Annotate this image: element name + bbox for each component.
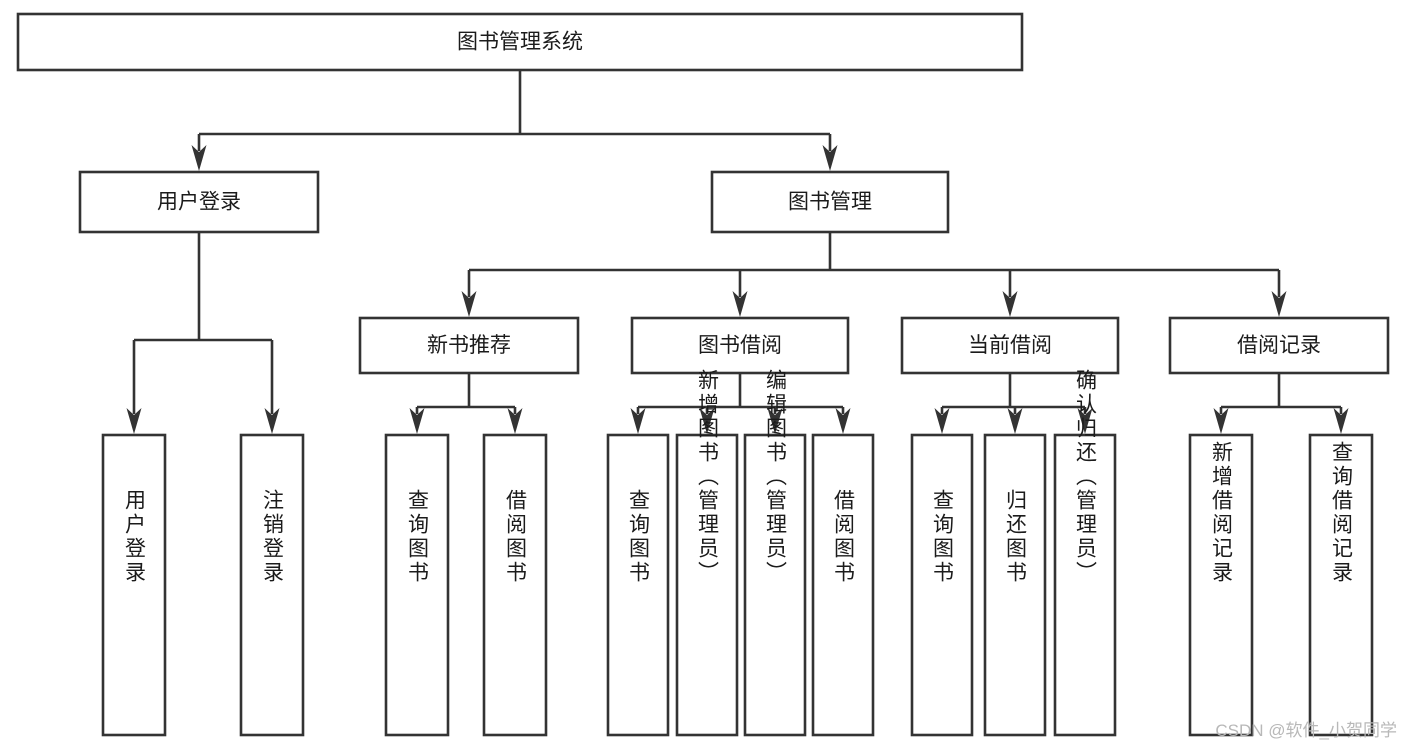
node-label-book-borrow: 图书借阅: [698, 334, 782, 357]
node-box-leaf-query-book-borrow[interactable]: [606, 433, 670, 737]
arrow-head-icon: [732, 291, 748, 317]
connector-group-book-manage: [461, 232, 1287, 317]
arrow-head-icon: [835, 408, 851, 434]
node-user-login[interactable]: 用户登录: [78, 170, 320, 234]
node-leaf-borrow-book[interactable]: 借阅图书: [811, 433, 875, 737]
node-label-user-login: 用户登录: [157, 191, 241, 214]
arrow-head-icon: [1333, 408, 1349, 434]
node-box-leaf-edit-book-admin[interactable]: [743, 433, 807, 737]
node-leaf-edit-book-admin[interactable]: 编辑图书（管理员）: [743, 369, 807, 737]
node-box-leaf-confirm-return-admin[interactable]: [1053, 433, 1117, 737]
arrow-head-icon: [461, 291, 477, 317]
node-label-leaf-query-borrow-record: 查询借阅记录: [1330, 441, 1354, 585]
node-box-leaf-borrow-book[interactable]: [811, 433, 875, 737]
node-label-leaf-borrow-book: 借阅图书: [832, 489, 856, 585]
node-box-leaf-return-book[interactable]: [983, 433, 1047, 737]
node-leaf-confirm-return-admin[interactable]: 确认归还（管理员）: [1053, 369, 1117, 737]
node-box-leaf-user-logout[interactable]: [239, 433, 305, 737]
node-label-leaf-user-login: 用户登录: [123, 489, 147, 585]
node-label-leaf-query-book-rec: 查询图书: [406, 489, 430, 585]
node-box-leaf-add-borrow-record[interactable]: [1188, 433, 1254, 737]
node-new-book-rec[interactable]: 新书推荐: [358, 316, 580, 375]
nodes-layer: 图书管理系统用户登录图书管理新书推荐图书借阅当前借阅借阅记录用户登录注销登录查询…: [16, 12, 1390, 737]
arrow-head-icon: [822, 145, 838, 171]
arrow-head-icon: [699, 408, 715, 434]
node-leaf-borrow-book-rec[interactable]: 借阅图书: [482, 433, 548, 737]
arrow-head-icon: [191, 145, 207, 171]
node-label-leaf-query-book-cur: 查询图书: [931, 489, 955, 585]
node-label-new-book-rec: 新书推荐: [427, 334, 511, 357]
node-book-manage[interactable]: 图书管理: [710, 170, 950, 234]
node-box-new-book-rec[interactable]: [358, 316, 580, 375]
node-label-book-manage: 图书管理: [788, 191, 872, 214]
arrow-head-icon: [1007, 408, 1023, 434]
node-label-leaf-edit-book-admin: 编辑图书（管理员）: [764, 369, 788, 585]
node-box-leaf-add-book-admin[interactable]: [675, 433, 739, 737]
node-box-user-login[interactable]: [78, 170, 320, 234]
node-leaf-query-book-rec[interactable]: 查询图书: [384, 433, 450, 737]
node-root[interactable]: 图书管理系统: [16, 12, 1024, 72]
node-box-current-borrow[interactable]: [900, 316, 1120, 375]
node-label-leaf-return-book: 归还图书: [1004, 489, 1028, 585]
arrow-head-icon: [409, 408, 425, 434]
connector-group-book-borrow: [630, 373, 851, 434]
node-label-root: 图书管理系统: [457, 31, 583, 54]
node-box-borrow-record[interactable]: [1168, 316, 1390, 375]
arrow-head-icon: [630, 408, 646, 434]
node-box-root[interactable]: [16, 12, 1024, 72]
node-leaf-query-book-cur[interactable]: 查询图书: [910, 433, 974, 737]
connector-group-root: [191, 70, 838, 171]
arrow-head-icon: [1077, 408, 1093, 434]
node-label-leaf-add-book-admin: 新增图书（管理员）: [696, 369, 720, 585]
connector-group-borrow-record: [1213, 373, 1349, 434]
node-label-leaf-confirm-return-admin: 确认归还（管理员）: [1074, 369, 1098, 585]
arrow-head-icon: [1271, 291, 1287, 317]
connector-group-user-login: [126, 232, 280, 434]
node-box-book-manage[interactable]: [710, 170, 950, 234]
node-box-leaf-borrow-book-rec[interactable]: [482, 433, 548, 737]
node-leaf-user-login[interactable]: 用户登录: [101, 433, 167, 737]
node-leaf-return-book[interactable]: 归还图书: [983, 433, 1047, 737]
node-label-current-borrow: 当前借阅: [968, 334, 1052, 357]
node-leaf-user-logout[interactable]: 注销登录: [239, 433, 305, 737]
node-label-leaf-user-logout: 注销登录: [261, 489, 285, 585]
node-box-leaf-query-borrow-record[interactable]: [1308, 433, 1374, 737]
connector-group-current-borrow: [934, 373, 1093, 434]
arrow-head-icon: [507, 408, 523, 434]
node-leaf-query-book-borrow[interactable]: 查询图书: [606, 433, 670, 737]
node-label-borrow-record: 借阅记录: [1237, 334, 1321, 357]
node-leaf-query-borrow-record[interactable]: 查询借阅记录: [1308, 433, 1374, 737]
arrow-head-icon: [1213, 408, 1229, 434]
arrow-head-icon: [767, 408, 783, 434]
node-box-leaf-user-login[interactable]: [101, 433, 167, 737]
node-borrow-record[interactable]: 借阅记录: [1168, 316, 1390, 375]
connector-group-new-book-rec: [409, 373, 523, 434]
arrow-head-icon: [1002, 291, 1018, 317]
node-leaf-add-borrow-record[interactable]: 新增借阅记录: [1188, 433, 1254, 737]
node-label-leaf-borrow-book-rec: 借阅图书: [504, 489, 528, 585]
arrow-head-icon: [126, 408, 142, 434]
node-box-leaf-query-book-cur[interactable]: [910, 433, 974, 737]
node-label-leaf-query-book-borrow: 查询图书: [627, 489, 651, 585]
connectors-layer: [126, 70, 1349, 434]
arrow-head-icon: [934, 408, 950, 434]
node-box-book-borrow[interactable]: [630, 316, 850, 375]
node-leaf-add-book-admin[interactable]: 新增图书（管理员）: [675, 369, 739, 737]
node-current-borrow[interactable]: 当前借阅: [900, 316, 1120, 375]
node-book-borrow[interactable]: 图书借阅: [630, 316, 850, 375]
arrow-head-icon: [264, 408, 280, 434]
node-box-leaf-query-book-rec[interactable]: [384, 433, 450, 737]
node-label-leaf-add-borrow-record: 新增借阅记录: [1210, 441, 1234, 585]
